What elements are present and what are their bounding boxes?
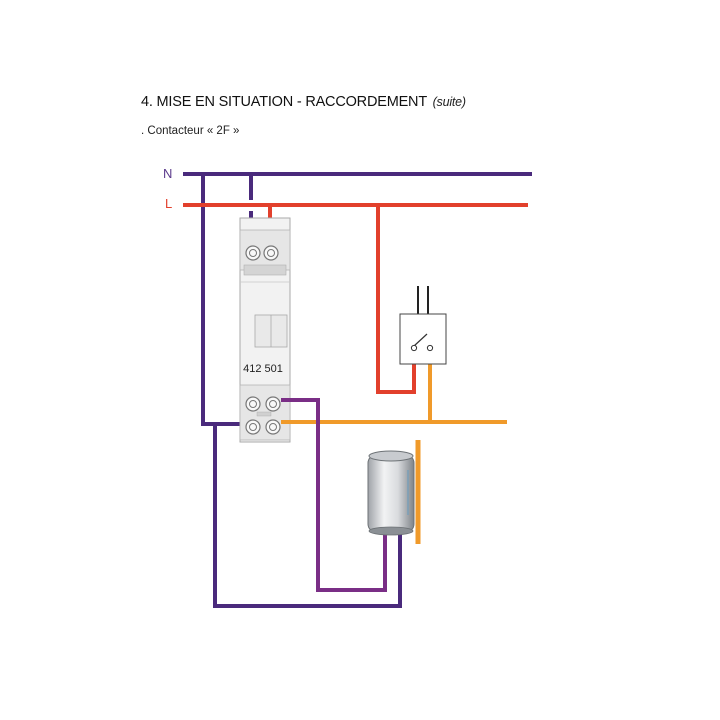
- line-label: L: [165, 196, 172, 211]
- signal-switch: [399, 286, 447, 365]
- line-wire: [183, 203, 528, 394]
- terminal-screw: [265, 396, 281, 412]
- neutral-wire: [183, 172, 532, 608]
- water-heater: [367, 450, 415, 536]
- title-suffix: (suite): [432, 95, 467, 109]
- terminal-screw: [245, 419, 261, 435]
- neutral-label: N: [163, 166, 172, 181]
- terminal-screw: [245, 245, 261, 261]
- subtitle: . Contacteur « 2F »: [141, 125, 240, 137]
- terminal-screw: [265, 419, 281, 435]
- terminal-screw: [245, 396, 261, 412]
- title-text: 4. MISE EN SITUATION - RACCORDEMENT: [141, 94, 427, 110]
- page-title: 4. MISE EN SITUATION - RACCORDEMENT (sui…: [141, 94, 466, 110]
- device-reference: 412 501: [243, 363, 283, 375]
- load-wire: [281, 398, 387, 592]
- terminal-screw: [263, 245, 279, 261]
- contactor-device: 412 501: [239, 217, 291, 443]
